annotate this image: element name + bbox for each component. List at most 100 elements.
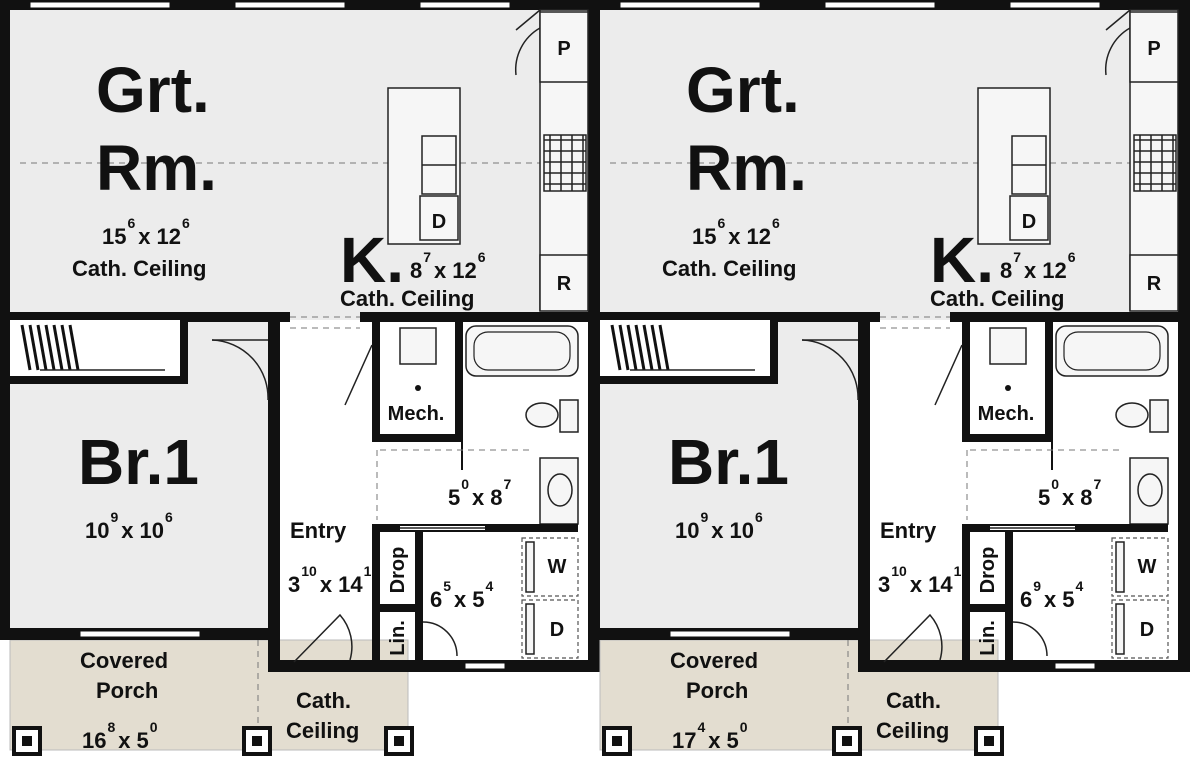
entry-title: Entry [880, 518, 937, 543]
bath-dimensions-b-sup: 7 [504, 476, 512, 492]
linen-door [1012, 621, 1048, 657]
dryer-label: D [1140, 619, 1154, 641]
bedroom-east-wall [268, 320, 280, 672]
bath-dimensions-a: 5 [1038, 485, 1050, 510]
laundry-dimensions-a: 6 [1020, 587, 1032, 612]
dishwasher-box [1009, 195, 1049, 241]
porch-dimensions-x: x [708, 728, 721, 753]
entry-dimensions-a-sup: 10 [301, 563, 317, 579]
drop-label: Drop [977, 547, 999, 594]
window [824, 1, 936, 9]
drop-west-wall [372, 532, 380, 666]
laundry-dimensions-b: 5 [472, 587, 484, 612]
refrigerator-box [1129, 254, 1179, 312]
entry-dimensions-a-sup: 10 [891, 563, 907, 579]
entry-door [293, 613, 353, 663]
bedroom-window [79, 630, 201, 638]
laundry-window [1054, 662, 1096, 670]
great-room-dimensions-b-sup: 6 [772, 215, 780, 231]
great-room-floor [600, 10, 1178, 320]
porch-title: Covered [670, 648, 758, 673]
bath-dimensions-a-sup: 0 [1051, 476, 1059, 492]
laundry-dimensions-a: 6 [430, 587, 442, 612]
porch-dimensions-b-sup: 0 [150, 719, 158, 735]
range-icon [543, 134, 587, 192]
laundry-dimensions-b-sup: 4 [486, 578, 494, 594]
refrigerator-label: R [557, 273, 572, 295]
linen-door [422, 621, 458, 657]
great-room-dimensions-b-sup: 6 [182, 215, 190, 231]
closet-wall [10, 376, 188, 384]
porch-dimensions-b-sup: 0 [740, 719, 748, 735]
porch-dimensions-a: 16 [82, 728, 106, 753]
bedroom-dimensions-a: 10 [675, 518, 699, 543]
mech-west-wall [372, 320, 380, 440]
kitchen-title: K. [930, 224, 994, 296]
bath-dimensions-a-sup: 0 [461, 476, 469, 492]
great-room-dimensions-b: 12 [157, 224, 181, 249]
bedroom-dimensions-x: x [121, 518, 134, 543]
great-room-dimensions-a: 15 [102, 224, 126, 249]
pantry-box [539, 11, 589, 83]
kitchen-dimensions-a: 8 [1000, 258, 1012, 283]
porch-post-core [22, 736, 32, 746]
window [619, 1, 761, 9]
toilet-icon [525, 402, 559, 428]
porch-post-core [984, 736, 994, 746]
linen-wall [962, 604, 1012, 612]
porch-ceiling-2: Ceiling [876, 718, 949, 743]
entry-door [883, 613, 943, 663]
bedroom-title: Br.1 [78, 426, 199, 498]
dishwasher-box [419, 195, 459, 241]
mech-label: Mech. [388, 403, 445, 425]
washer-label: W [548, 556, 567, 578]
south-wall-entry [268, 660, 600, 672]
bath-dimensions-a: 5 [448, 485, 460, 510]
bedroom-dimensions-b-sup: 6 [755, 509, 763, 525]
kitchen-dimensions-b-sup: 6 [478, 249, 486, 265]
entry-dimensions-x: x [320, 572, 333, 597]
kitchen-dimensions-b-sup: 6 [1068, 249, 1076, 265]
porch-dimensions-a-sup: 8 [107, 719, 115, 735]
bedroom-door [801, 339, 859, 401]
drop-west-wall [962, 532, 970, 666]
drop-east-wall [415, 532, 423, 666]
laundry-dimensions-x: x [1044, 587, 1057, 612]
washer-label: W [1138, 556, 1157, 578]
linen-label: Lin. [387, 620, 409, 656]
bath-west-wall [1045, 320, 1053, 442]
porch-post-core [252, 736, 262, 746]
dishwasher-label: D [1022, 211, 1036, 233]
porch-title: Covered [80, 648, 168, 673]
porch-post-core [394, 736, 404, 746]
bath-dimensions-x: x [1062, 485, 1075, 510]
range-icon [1133, 134, 1177, 192]
bedroom-dimensions-a: 10 [85, 518, 109, 543]
window [1009, 1, 1101, 9]
great-room-title: Grt. [686, 54, 800, 126]
porch-dimensions-x: x [118, 728, 131, 753]
kitchen-ceiling: Cath. Ceiling [930, 286, 1064, 311]
linen-wall [372, 604, 422, 612]
mech-west-wall [962, 320, 970, 440]
bath-dimensions-x: x [472, 485, 485, 510]
closet-wall [600, 376, 778, 384]
kitchen-dimensions-x: x [1024, 258, 1037, 283]
entry-dimensions-b-sup: 1 [364, 563, 372, 579]
pantry-box [1129, 11, 1179, 83]
linen-label: Lin. [977, 620, 999, 656]
great-room-title-2: Rm. [686, 132, 807, 204]
kitchen-dimensions-a-sup: 7 [1013, 249, 1021, 265]
toilet-icon [1115, 402, 1149, 428]
kitchen-ceiling: Cath. Ceiling [340, 286, 474, 311]
